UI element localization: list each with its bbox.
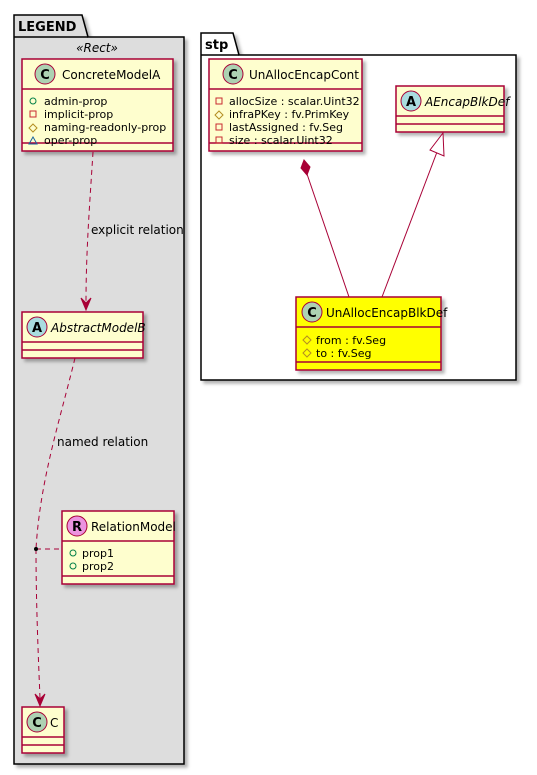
visibility-protected-icon — [302, 348, 312, 358]
class-badge-icon: C — [26, 711, 48, 733]
class-name: AbstractModelB — [50, 321, 146, 335]
visibility-package-icon — [28, 135, 38, 145]
field-alloc-size: allocSize : scalar.Uint32 — [229, 95, 360, 108]
abstract-badge-icon: A — [26, 316, 48, 338]
svg-text:C: C — [307, 306, 317, 321]
visibility-private-icon — [29, 110, 37, 118]
relation-badge-icon: R — [66, 515, 88, 537]
class-name: C — [50, 716, 58, 730]
legend-stereotype: «Rect» — [76, 41, 118, 55]
field-prop1: prop1 — [82, 547, 114, 560]
class-abstract-model-b[interactable]: A AbstractModelB — [21, 311, 146, 359]
class-relation-model[interactable]: R RelationModel prop1 prop2 — [61, 510, 176, 585]
class-name: UnAllocEncapBlkDef — [326, 306, 448, 320]
visibility-private-icon — [215, 136, 223, 144]
class-name: UnAllocEncapCont — [249, 68, 359, 82]
svg-text:C: C — [32, 716, 42, 731]
visibility-protected-icon — [28, 123, 38, 133]
visibility-public-icon — [69, 549, 77, 557]
stp-title: stp — [205, 38, 228, 53]
class-name: AEncapBlkDef — [424, 95, 511, 109]
field-to: to : fv.Seg — [316, 347, 372, 360]
class-badge-icon: C — [222, 63, 244, 85]
visibility-protected-icon — [214, 110, 224, 120]
composition-link — [300, 159, 350, 298]
generalization-link — [381, 131, 445, 298]
class-concrete-model-a[interactable]: C ConcreteModelA admin-prop implicit-pro… — [21, 58, 174, 152]
field-size: size : scalar.Uint32 — [229, 134, 333, 147]
abstract-badge-icon: A — [400, 90, 422, 112]
class-unalloc-encap-blk-def[interactable]: C UnAllocEncapBlkDef from : fv.Seg to : … — [295, 296, 448, 371]
explicit-relation-arrow — [80, 151, 94, 312]
class-name: ConcreteModelA — [62, 68, 161, 82]
visibility-public-icon — [29, 97, 37, 105]
svg-text:C: C — [40, 68, 50, 83]
class-name: RelationModel — [91, 520, 176, 534]
class-c[interactable]: C C — [21, 706, 65, 754]
field-oper-prop: oper-prop — [44, 134, 97, 147]
visibility-protected-icon — [302, 335, 312, 345]
class-aencap-blk-def[interactable]: A AEncapBlkDef — [395, 85, 511, 133]
field-infra-pkey: infraPKey : fv.PrimKey — [229, 108, 350, 121]
field-naming-readonly-prop: naming-readonly-prop — [44, 121, 166, 134]
svg-text:C: C — [228, 68, 238, 83]
legend-title: LEGEND — [18, 20, 77, 35]
svg-text:A: A — [406, 95, 416, 110]
class-unalloc-encap-cont[interactable]: C UnAllocEncapCont allocSize : scalar.Ui… — [208, 58, 363, 152]
field-from: from : fv.Seg — [316, 334, 386, 347]
field-implicit-prop: implicit-prop — [44, 108, 113, 121]
field-admin-prop: admin-prop — [44, 95, 107, 108]
visibility-private-icon — [215, 123, 223, 131]
field-last-assigned: lastAssigned : fv.Seg — [229, 121, 343, 134]
explicit-relation-label: explicit relation — [91, 223, 184, 237]
field-prop2: prop2 — [82, 560, 114, 573]
visibility-private-icon — [215, 97, 223, 105]
svg-text:A: A — [32, 321, 42, 336]
named-relation-label: named relation — [57, 435, 148, 449]
svg-text:R: R — [72, 520, 82, 535]
named-relation-arrow — [34, 357, 76, 708]
class-badge-icon: C — [301, 301, 323, 323]
visibility-public-icon — [69, 562, 77, 570]
class-badge-icon: C — [34, 63, 56, 85]
